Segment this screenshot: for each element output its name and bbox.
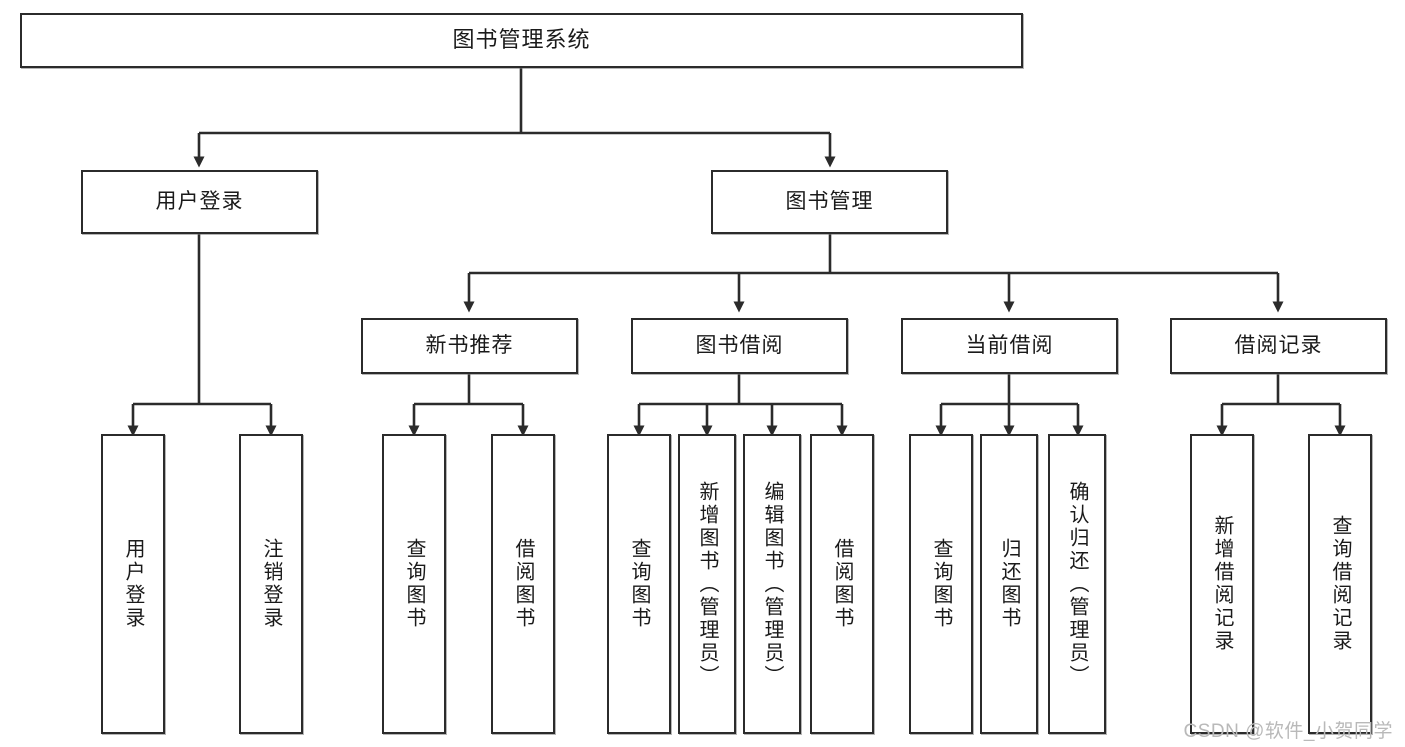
leaf-query-borrow-record[interactable]: 查询借阅记录: [1308, 434, 1372, 734]
leaf-query-book-current[interactable]: 查询图书: [909, 434, 973, 734]
leaf-return-book[interactable]: 归还图书: [980, 434, 1038, 734]
node-label: 新增图书（管理员）: [696, 480, 718, 688]
node-label: 借阅图书: [831, 538, 853, 630]
node-book-management[interactable]: 图书管理: [711, 170, 948, 234]
leaf-logout[interactable]: 注销登录: [239, 434, 303, 734]
leaf-borrow-book[interactable]: 借阅图书: [810, 434, 874, 734]
leaf-edit-book-admin[interactable]: 编辑图书（管理员）: [743, 434, 801, 734]
leaf-query-book-borrow[interactable]: 查询图书: [607, 434, 671, 734]
leaf-borrow-book-recommend[interactable]: 借阅图书: [491, 434, 555, 734]
node-current-borrow[interactable]: 当前借阅: [901, 318, 1118, 374]
node-label: 图书借阅: [695, 334, 784, 358]
node-label: 查询借阅记录: [1329, 515, 1351, 653]
node-label: 新书推荐: [425, 334, 514, 358]
node-root-system[interactable]: 图书管理系统: [20, 13, 1023, 68]
node-borrow-record[interactable]: 借阅记录: [1170, 318, 1387, 374]
leaf-user-login[interactable]: 用户登录: [101, 434, 165, 734]
node-label: 用户登录: [122, 538, 144, 630]
node-label: 当前借阅: [965, 334, 1054, 358]
node-label: 注销登录: [260, 538, 282, 630]
csdn-watermark: CSDN @软件_小贺同学: [1183, 721, 1393, 742]
node-label: 查询图书: [403, 538, 425, 630]
node-label: 图书管理: [785, 190, 874, 214]
leaf-query-book-recommend[interactable]: 查询图书: [382, 434, 446, 734]
leaf-add-book-admin[interactable]: 新增图书（管理员）: [678, 434, 736, 734]
leaf-add-borrow-record[interactable]: 新增借阅记录: [1190, 434, 1254, 734]
node-label: 确认归还（管理员）: [1066, 480, 1088, 688]
node-label: 查询图书: [930, 538, 952, 630]
node-new-book-recommend[interactable]: 新书推荐: [361, 318, 578, 374]
node-label: 查询图书: [628, 538, 650, 630]
node-label: 图书管理系统: [452, 27, 591, 53]
node-label: 借阅图书: [512, 538, 534, 630]
node-label: 归还图书: [998, 538, 1020, 630]
node-label: 新增借阅记录: [1211, 515, 1233, 653]
node-label: 借阅记录: [1234, 334, 1323, 358]
node-label: 用户登录: [155, 190, 244, 214]
node-user-login[interactable]: 用户登录: [81, 170, 318, 234]
node-book-borrow[interactable]: 图书借阅: [631, 318, 848, 374]
leaf-confirm-return-admin[interactable]: 确认归还（管理员）: [1048, 434, 1106, 734]
node-label: 编辑图书（管理员）: [761, 480, 783, 688]
